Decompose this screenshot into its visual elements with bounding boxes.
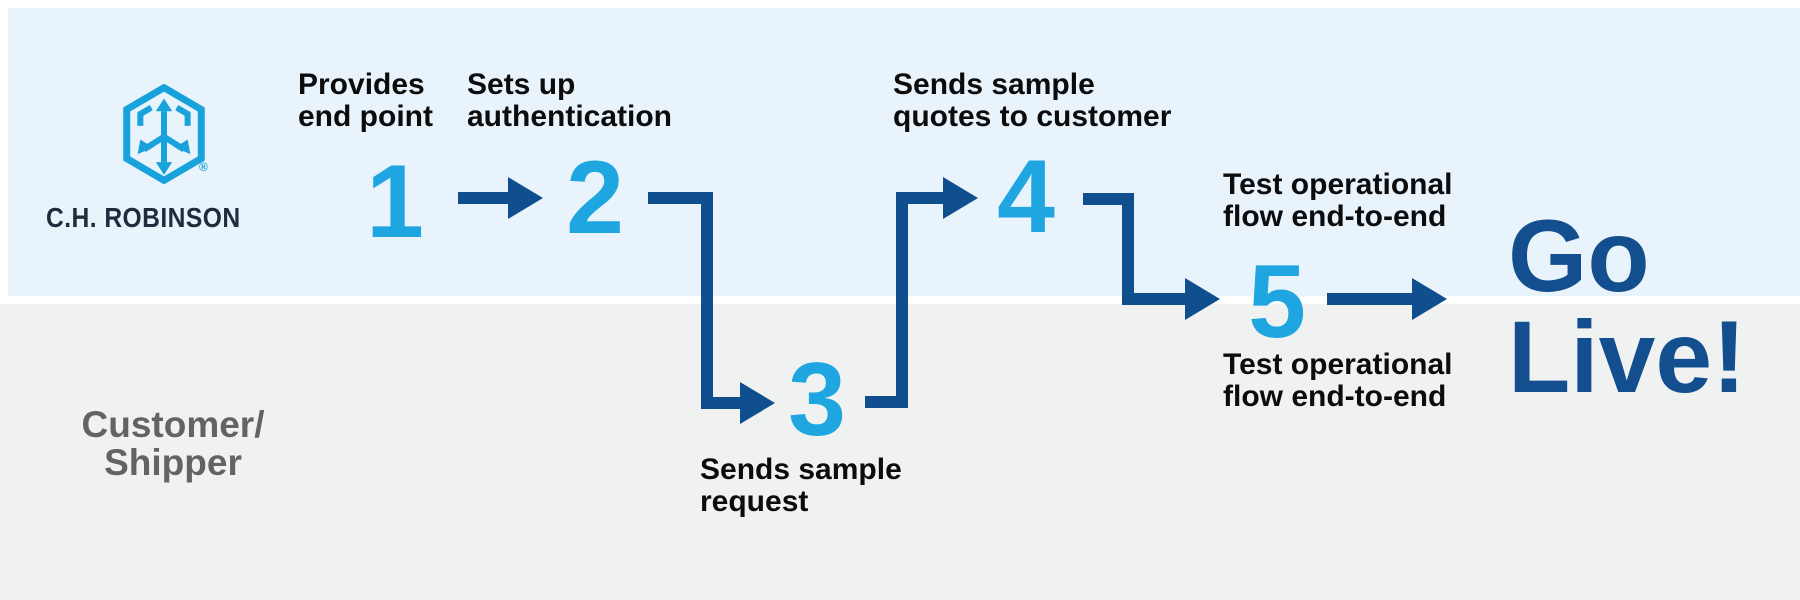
- customer-lane-label-line2: Shipper: [104, 442, 242, 483]
- step3-label-line1: Sends sample: [700, 453, 902, 486]
- step5-label-below-line2: flow end-to-end: [1223, 380, 1447, 413]
- step3-label: Sends sample request: [700, 454, 902, 518]
- step3-number: 3: [788, 342, 846, 458]
- registered-trademark-icon: ®: [199, 160, 208, 174]
- brand-wordmark: C.H. ROBINSON: [46, 202, 241, 233]
- customer-lane-label: Customer/ Shipper: [40, 406, 306, 482]
- arrow-step5-to-golive: [1327, 278, 1447, 320]
- arrow-step4-to-step5: [1083, 193, 1220, 320]
- arrow-step2-to-step3: [648, 192, 775, 424]
- arrow-step1-to-step2: [458, 177, 543, 219]
- step4-number: 4: [997, 139, 1055, 255]
- step1-number: 1: [366, 144, 424, 260]
- step5-label-above: Test operational flow end-to-end: [1223, 169, 1452, 233]
- chr-hexagon-logo-icon: [118, 84, 210, 184]
- step2-number: 2: [566, 140, 624, 256]
- step5-label-above-line2: flow end-to-end: [1223, 200, 1447, 233]
- step4-label: Sends sample quotes to customer: [893, 69, 1171, 133]
- step5-label-above-line1: Test operational: [1223, 168, 1453, 201]
- step4-label-line2: quotes to customer: [893, 100, 1172, 133]
- step4-label-line1: Sends sample: [893, 68, 1095, 101]
- arrow-step3-to-step4: [865, 177, 978, 408]
- go-live-line2: Live!: [1508, 300, 1747, 414]
- step5-label-below-line1: Test operational: [1223, 348, 1453, 381]
- step5-number: 5: [1248, 244, 1306, 360]
- step1-label-line1: Provides: [298, 68, 425, 101]
- go-live-line1: Go: [1508, 199, 1650, 313]
- go-live-text: Go Live!: [1508, 199, 1747, 414]
- step2-label: Sets up authentication: [467, 69, 672, 133]
- step1-label: Provides end point: [298, 69, 433, 133]
- customer-lane-label-line1: Customer/: [81, 404, 265, 445]
- step1-label-line2: end point: [298, 100, 433, 133]
- step2-label-line1: Sets up: [467, 68, 576, 101]
- step5-label-below: Test operational flow end-to-end: [1223, 349, 1452, 413]
- step3-label-line2: request: [700, 485, 809, 518]
- step2-label-line2: authentication: [467, 100, 673, 133]
